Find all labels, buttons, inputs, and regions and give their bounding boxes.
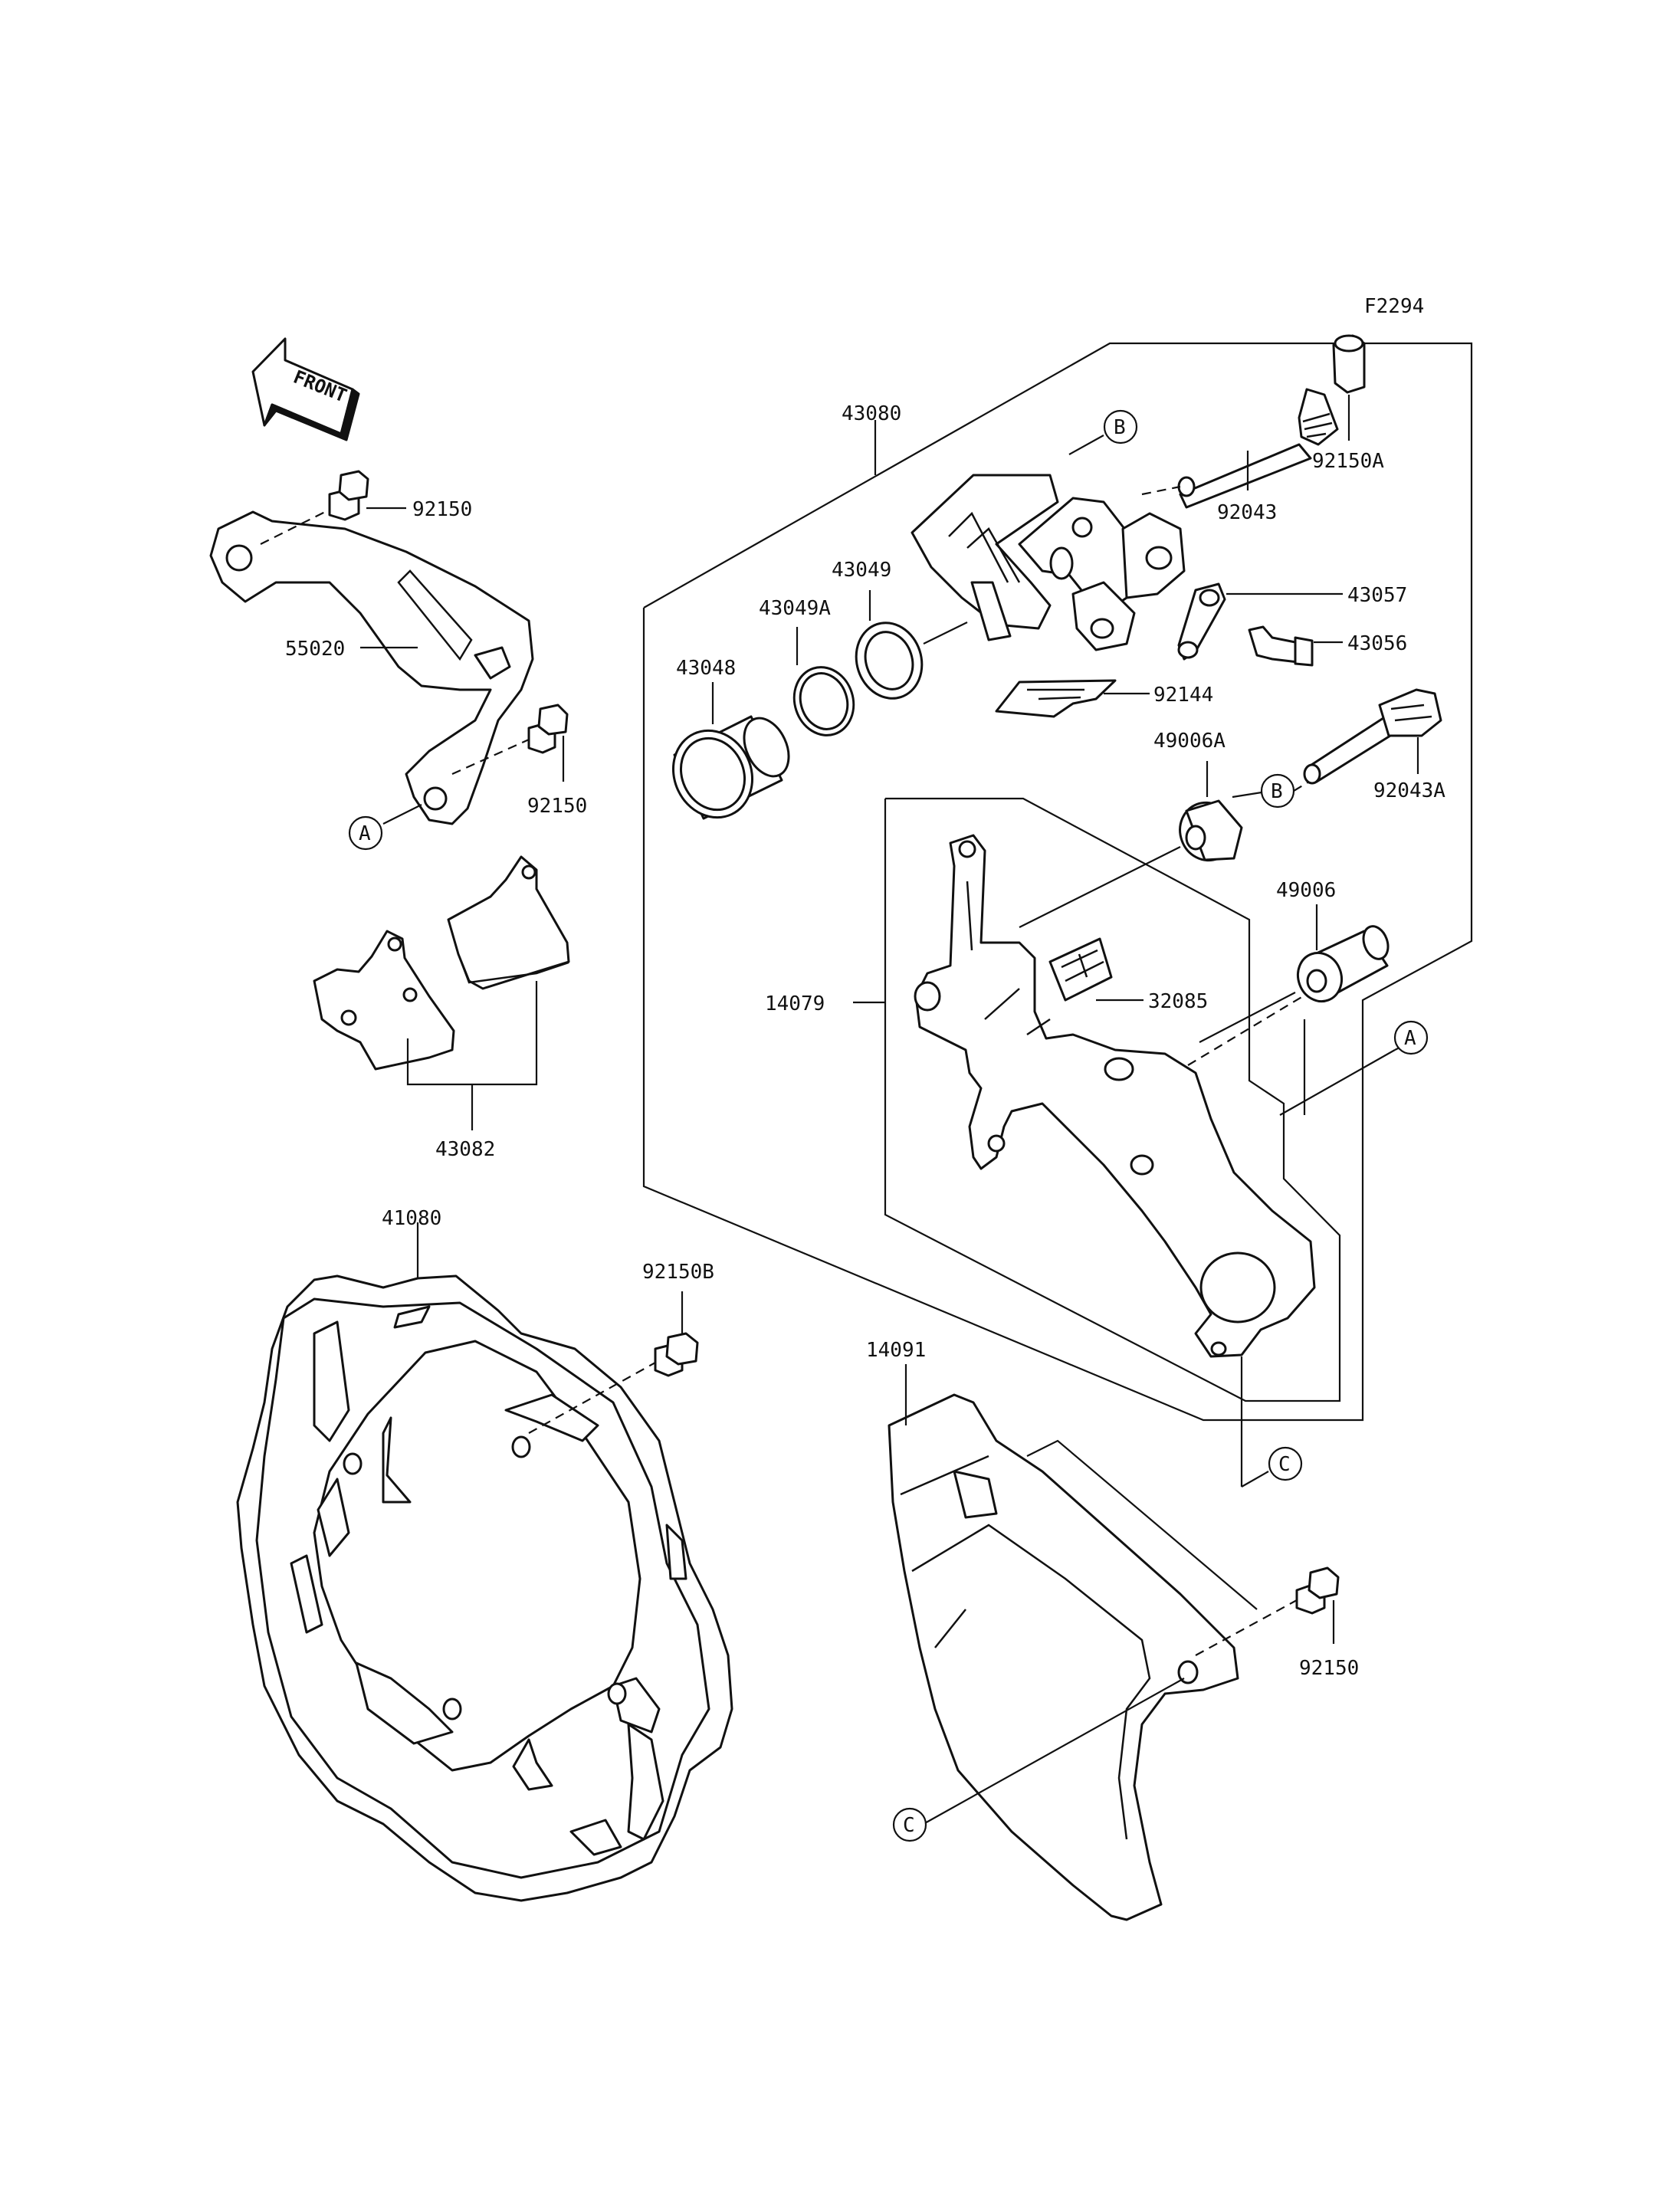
dash-92150b <box>528 1362 656 1434</box>
ref-a-left-label: A <box>359 822 371 845</box>
bolt-92150-bottom <box>1295 1566 1340 1615</box>
leader-ref-b-mid <box>1232 791 1262 799</box>
leader-bushing-bracket <box>1199 992 1296 1043</box>
label-92150-top: 92150 <box>412 498 472 521</box>
brake-pad-rear <box>447 855 570 990</box>
ref-c-left-label: C <box>903 1814 915 1837</box>
ref-b-mid <box>1260 773 1295 809</box>
label-55020: 55020 <box>285 638 345 661</box>
ref-b-mid-label: B <box>1271 780 1283 803</box>
leader-boot-bracket <box>1019 846 1181 928</box>
ref-a-right-label: A <box>1404 1027 1416 1050</box>
label-49006: 49006 <box>1276 879 1336 902</box>
label-41080: 41080 <box>382 1207 441 1230</box>
brake-disc-41080 <box>236 1274 733 1902</box>
dash-92150-top <box>260 509 330 545</box>
bushing-49006 <box>1297 925 1390 1003</box>
label-43049: 43049 <box>832 559 891 582</box>
label-43057: 43057 <box>1347 584 1407 607</box>
torque-arm-55020 <box>209 510 534 825</box>
leader-ref-c-left <box>923 1678 1185 1825</box>
label-92144: 92144 <box>1153 684 1213 707</box>
piston-43048 <box>671 715 790 820</box>
caliper-bracket-14079 <box>914 834 1316 1358</box>
caliper-assembly-outline <box>642 342 1473 1422</box>
pad-retainer-32085 <box>1048 937 1113 1002</box>
bleeder-cap-43057 <box>1177 582 1226 661</box>
figure-code: F2294 <box>1364 295 1424 318</box>
ref-b-top <box>1103 409 1138 444</box>
leader-ref-a-2 <box>1279 1049 1396 1116</box>
bleeder-valve-43056 <box>1248 625 1314 667</box>
seal-43049a <box>792 666 855 736</box>
seal-43049 <box>855 622 924 700</box>
ref-c-right-label: C <box>1278 1453 1291 1476</box>
ref-a-right <box>1393 1020 1429 1055</box>
front-arrow-icon: FRONT <box>251 337 360 441</box>
ref-c-right <box>1268 1446 1303 1481</box>
dash-92043 <box>1141 485 1181 496</box>
bracket-assembly-outline <box>884 797 1341 1402</box>
bolt-92150-top <box>328 470 369 521</box>
disc-guard-14091 <box>888 1393 1239 1921</box>
label-43080: 43080 <box>842 402 901 425</box>
caliper-body <box>911 474 1186 651</box>
bolt-92150b <box>654 1332 699 1377</box>
ref-a-left <box>348 815 383 851</box>
label-92150a: 92150A <box>1312 450 1384 473</box>
label-92043: 92043 <box>1217 501 1277 524</box>
label-43056: 43056 <box>1347 632 1407 655</box>
label-14091: 14091 <box>866 1339 926 1362</box>
dash-92150-bottom <box>1195 1599 1298 1656</box>
leader-ref-b-top <box>1068 435 1104 455</box>
leader-seal-caliper <box>923 622 968 645</box>
pin-92043 <box>1177 388 1339 509</box>
label-49006a: 49006A <box>1153 730 1226 753</box>
label-92150-mid: 92150 <box>527 795 587 818</box>
label-43082: 43082 <box>435 1138 495 1161</box>
pin-92043a <box>1303 688 1442 785</box>
dash-ref-a-bracket <box>1187 996 1304 1066</box>
label-43048: 43048 <box>676 657 736 680</box>
label-14079: 14079 <box>765 992 825 1015</box>
dash-ref-b <box>1293 781 1310 792</box>
label-32085: 32085 <box>1148 990 1208 1013</box>
boot-49006a <box>1179 799 1243 862</box>
pad-spring-92144 <box>995 679 1117 718</box>
leader-ref-a-left <box>382 804 422 825</box>
bolt-92150-mid <box>527 704 569 754</box>
leader-ref-c-2 <box>1241 1471 1269 1488</box>
brake-pad-front <box>313 930 455 1071</box>
label-43049a: 43049A <box>759 597 831 620</box>
ref-c-left <box>892 1807 927 1842</box>
ref-b-top-label: B <box>1114 416 1126 439</box>
label-92043a: 92043A <box>1373 779 1445 802</box>
label-92150b: 92150B <box>642 1261 714 1284</box>
label-92150-bottom: 92150 <box>1299 1657 1359 1680</box>
leader-guard-bracket <box>1026 1439 1258 1610</box>
dash-92150-mid <box>451 738 530 776</box>
cap-92150a <box>1332 334 1366 394</box>
